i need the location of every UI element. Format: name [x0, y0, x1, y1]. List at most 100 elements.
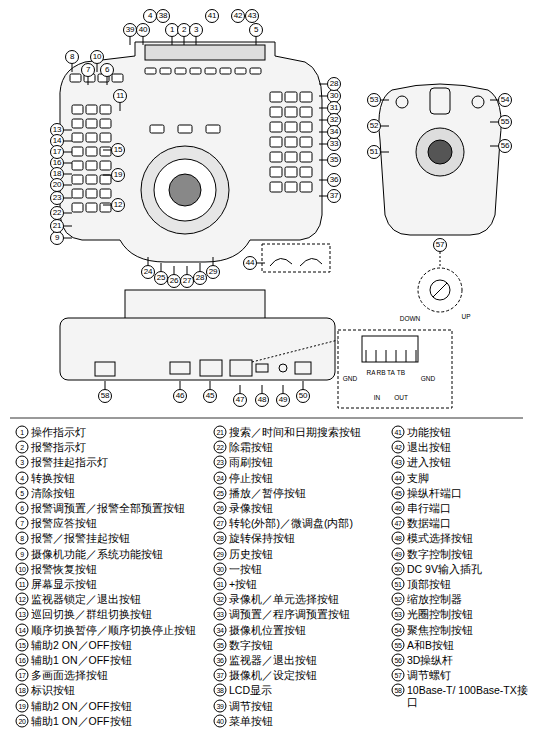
jack [279, 364, 287, 372]
list-number: 52 [392, 593, 405, 606]
list-number: 13 [16, 608, 29, 621]
terminal-pin [416, 350, 417, 362]
key-button [86, 119, 97, 128]
list-number: 35 [214, 638, 227, 651]
list-number: 9 [16, 547, 29, 560]
key-button [300, 92, 312, 102]
leader-line [64, 152, 72, 153]
leader-line [64, 226, 72, 227]
part-name: 支脚 [407, 472, 532, 484]
list-number: 51 [392, 578, 405, 591]
rear-lcd-back [125, 290, 265, 320]
leader-line [262, 385, 263, 393]
key-button [72, 203, 83, 212]
callout-number: 44 [243, 256, 257, 270]
leader-line [161, 263, 162, 271]
list-number: 17 [16, 669, 29, 682]
list-number: 43 [392, 456, 405, 469]
part-name: 辅助2 ON／OFF按钮 [31, 639, 216, 651]
callout-number: 50 [296, 389, 310, 403]
leader-line [196, 37, 197, 45]
callout-number: 11 [113, 89, 127, 103]
iris-focus-buttons [430, 88, 450, 114]
key-button [300, 122, 312, 132]
leader-line [319, 180, 327, 181]
screw-slot [433, 283, 447, 297]
leader-line [103, 175, 111, 176]
list-number: 6 [16, 502, 29, 515]
part-name: 顶部按钮 [407, 578, 532, 590]
shuttle-ring [154, 159, 216, 221]
leader-line [381, 152, 389, 153]
callout-number: 9 [50, 231, 64, 245]
leader-line [240, 385, 241, 393]
list-number: 45 [392, 486, 405, 499]
part-name: 报警恢复按钮 [31, 563, 216, 575]
leader-line [187, 266, 188, 274]
part-name: 转换按钮 [31, 472, 216, 484]
callout-number: 25 [154, 271, 168, 285]
callout-number: 48 [255, 393, 269, 407]
pin-label: TA [386, 369, 396, 376]
callout-number: 26 [167, 274, 181, 288]
list-number: 1 [16, 426, 29, 439]
leader-line [148, 257, 149, 265]
callout-number: 5 [249, 23, 263, 37]
list-number: 27 [214, 517, 227, 530]
leader-line [490, 100, 498, 101]
list-number: 42 [392, 441, 405, 454]
buttons [70, 68, 312, 212]
list-number: 53 [392, 608, 405, 621]
leader-line [120, 103, 121, 111]
adjust-screw [430, 280, 450, 300]
key-button [285, 92, 297, 102]
leader-line [319, 144, 327, 145]
list-number: 39 [214, 699, 227, 712]
key-button [112, 74, 123, 82]
part-name: 停止按钮 [229, 472, 397, 484]
key-button [72, 105, 83, 114]
leader-line [200, 263, 201, 271]
callout-number: 52 [367, 119, 381, 133]
list-number: 40 [214, 714, 227, 727]
leader-line [319, 84, 327, 85]
list-number: 10 [16, 562, 29, 575]
callout-number: 4 [143, 9, 157, 23]
leader-line [319, 108, 327, 109]
list-number: 56 [392, 654, 405, 667]
key-button [86, 147, 97, 156]
list-number: 16 [16, 654, 29, 667]
part-name: 3D操纵杆 [407, 654, 532, 666]
part-name: LCD显示 [229, 684, 397, 696]
key-button [300, 182, 312, 192]
callout-number: 41 [205, 9, 219, 23]
list-number: 23 [214, 456, 227, 469]
pin-label: IN [373, 394, 382, 401]
key-button [100, 133, 111, 142]
key-button [100, 203, 111, 212]
list-number: 34 [214, 623, 227, 636]
leader-line [97, 64, 98, 72]
leader-line [319, 160, 327, 161]
key-button [270, 182, 282, 192]
leader-line [319, 196, 327, 197]
part-name: DC 9V输入插孔 [407, 563, 532, 575]
joystick-body [379, 84, 501, 235]
key-button [250, 68, 261, 74]
key-button [72, 147, 83, 156]
part-name: A和B按钮 [407, 639, 532, 651]
callout-number: 24 [141, 265, 155, 279]
part-name: 数据端口 [407, 517, 532, 529]
leader-line [256, 37, 257, 45]
leader-line [172, 37, 173, 45]
list-number: 2 [16, 441, 29, 454]
part-name: 录像按钮 [229, 502, 397, 514]
part-name: 辅助1 ON／OFF按钮 [31, 654, 216, 666]
callout-number: 58 [98, 389, 112, 403]
list-number: 21 [214, 426, 227, 439]
port [200, 360, 222, 376]
callout-number: 21 [50, 219, 64, 233]
key-button [72, 175, 83, 184]
part-name: 数字控制按钮 [407, 548, 532, 560]
leader-line [105, 381, 106, 389]
